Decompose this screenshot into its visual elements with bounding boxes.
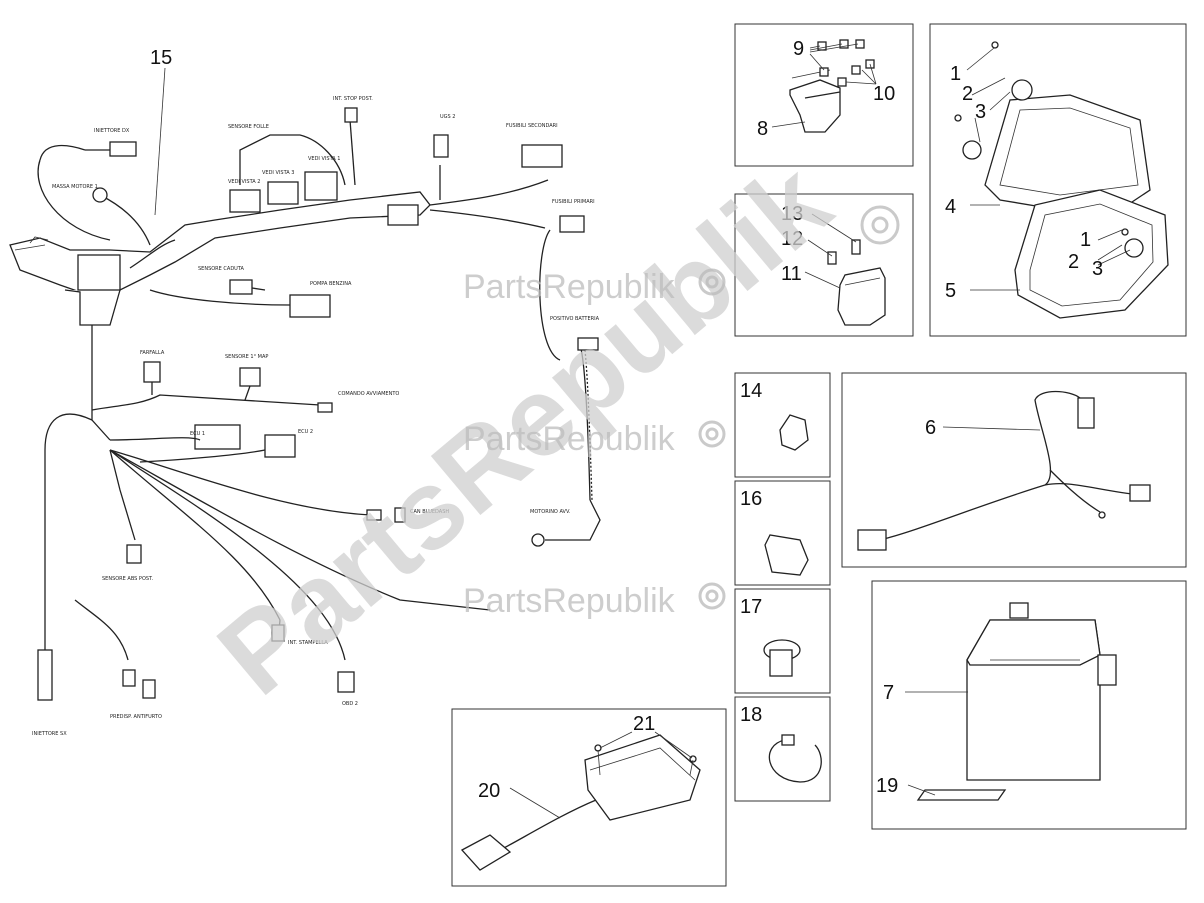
leader-15 xyxy=(154,67,166,216)
label-motorino-avv: MOTORINO AVV. xyxy=(530,509,571,515)
label-vedi-vista-3: VEDI VISTA 3 xyxy=(262,170,294,176)
callout-11: 11 xyxy=(781,263,802,285)
callout-1-top: 1 xyxy=(950,63,961,85)
panel-part-18 xyxy=(734,696,831,802)
callout-16: 16 xyxy=(740,488,762,510)
callout-1-bottom: 1 xyxy=(1080,229,1091,251)
label-fusibili-secondari: FUSIBILI SECONDARI xyxy=(506,123,558,129)
label-sensore-folle: SENSORE FOLLE xyxy=(228,124,269,130)
callout-10: 10 xyxy=(873,83,895,105)
label-iniettore-dx: INIETTORE DX xyxy=(94,128,130,134)
label-fusibili-primari: FUSIBILI PRIMARI xyxy=(552,199,595,205)
gear-icon xyxy=(698,205,900,610)
label-ecu1: ECU 1 xyxy=(190,431,205,437)
part-7-battery xyxy=(966,602,1117,781)
watermark-row-3: PartsRepublik xyxy=(463,582,676,620)
callout-6: 6 xyxy=(925,417,936,439)
label-can-bluedash: CAN BLUEDASH xyxy=(410,509,449,515)
fuse-holder-part xyxy=(789,39,877,133)
callout-3-top: 3 xyxy=(975,101,986,123)
panel-part-16 xyxy=(734,480,831,586)
part-16-holder xyxy=(764,534,809,576)
panel-relay xyxy=(734,193,914,337)
callout-21: 21 xyxy=(633,713,655,735)
callout-2-top: 2 xyxy=(962,83,973,105)
leader-21 xyxy=(599,731,693,759)
leader-6 xyxy=(942,426,1041,431)
callout-7: 7 xyxy=(883,682,894,704)
label-int-stampella: INT. STAMPELLA xyxy=(288,640,328,646)
label-massa-motore: MASSA MOTORE 1 xyxy=(52,184,98,190)
label-sensore-caduta: SENSORE CADUTA xyxy=(198,266,244,272)
callout-4: 4 xyxy=(945,196,956,218)
callout-15: 15 xyxy=(150,47,172,69)
panel-battery xyxy=(871,580,1187,830)
callout-14: 14 xyxy=(740,380,762,402)
watermark-row-1: PartsRepublik xyxy=(463,268,676,306)
label-pompa-benzina: POMPA BENZINA xyxy=(310,281,352,287)
label-int-stop-post: INT. STOP POST. xyxy=(333,96,373,102)
panel-fuse-holder xyxy=(734,23,914,167)
callout-5: 5 xyxy=(945,280,956,302)
callout-3-bottom: 3 xyxy=(1092,258,1103,280)
leader-8 xyxy=(771,121,806,128)
callout-17: 17 xyxy=(740,596,762,618)
leader-19 xyxy=(907,784,936,796)
watermark-row-2: PartsRepublik xyxy=(463,420,676,458)
label-vedi-vista-2: VEDI VISTA 2 xyxy=(228,179,260,185)
panel-part-17 xyxy=(734,588,831,694)
callout-13: 13 xyxy=(781,203,803,225)
panel-part-14 xyxy=(734,372,831,478)
relay-parts xyxy=(804,213,886,326)
label-sensore-abs-post: SENSORE ABS POST. xyxy=(102,576,154,582)
part-17-grommet xyxy=(763,639,801,677)
part-19-pad xyxy=(916,789,1007,801)
part-20-module xyxy=(460,734,701,871)
label-ecu2: ECU 2 xyxy=(298,429,313,435)
part-14-clip xyxy=(779,414,809,451)
label-predisp-antifurto: PREDISP. ANTIFURTO xyxy=(110,714,162,720)
label-farfalla: FARFALLA xyxy=(140,350,165,356)
ecu-case-parts xyxy=(954,41,1169,319)
callout-18: 18 xyxy=(740,704,762,726)
label-obd2: OBD 2 xyxy=(342,701,358,707)
label-positivo-batteria: POSITIVO BATTERIA xyxy=(550,316,600,322)
panel-cable-6 xyxy=(841,372,1187,568)
callout-12: 12 xyxy=(781,228,803,250)
harness-connector-labels: INIETTORE DX MASSA MOTORE 1 SENSORE FOLL… xyxy=(32,96,600,737)
panel-ecu-case xyxy=(929,23,1187,337)
label-ugs2: UGS 2 xyxy=(440,114,455,120)
label-vedi-vista-1: VEDI VISTA 1 xyxy=(308,156,340,162)
callout-20: 20 xyxy=(478,780,500,802)
main-wiring-harness xyxy=(9,107,601,701)
label-comando-avviamento: COMANDO AVVIAMENTO xyxy=(338,391,399,397)
callout-19: 19 xyxy=(876,775,898,797)
label-sensore-1-map: SENSORE 1° MAP xyxy=(225,354,268,360)
panel-antitheft xyxy=(451,708,727,887)
callout-8: 8 xyxy=(757,118,768,140)
label-iniettore-sx: INIETTORE SX xyxy=(32,731,67,737)
part-18-cable-tie xyxy=(768,734,822,783)
leader-20 xyxy=(509,787,561,819)
callout-9: 9 xyxy=(793,38,804,60)
callout-2-bottom: 2 xyxy=(1068,251,1079,273)
part-6-cable xyxy=(857,390,1151,551)
